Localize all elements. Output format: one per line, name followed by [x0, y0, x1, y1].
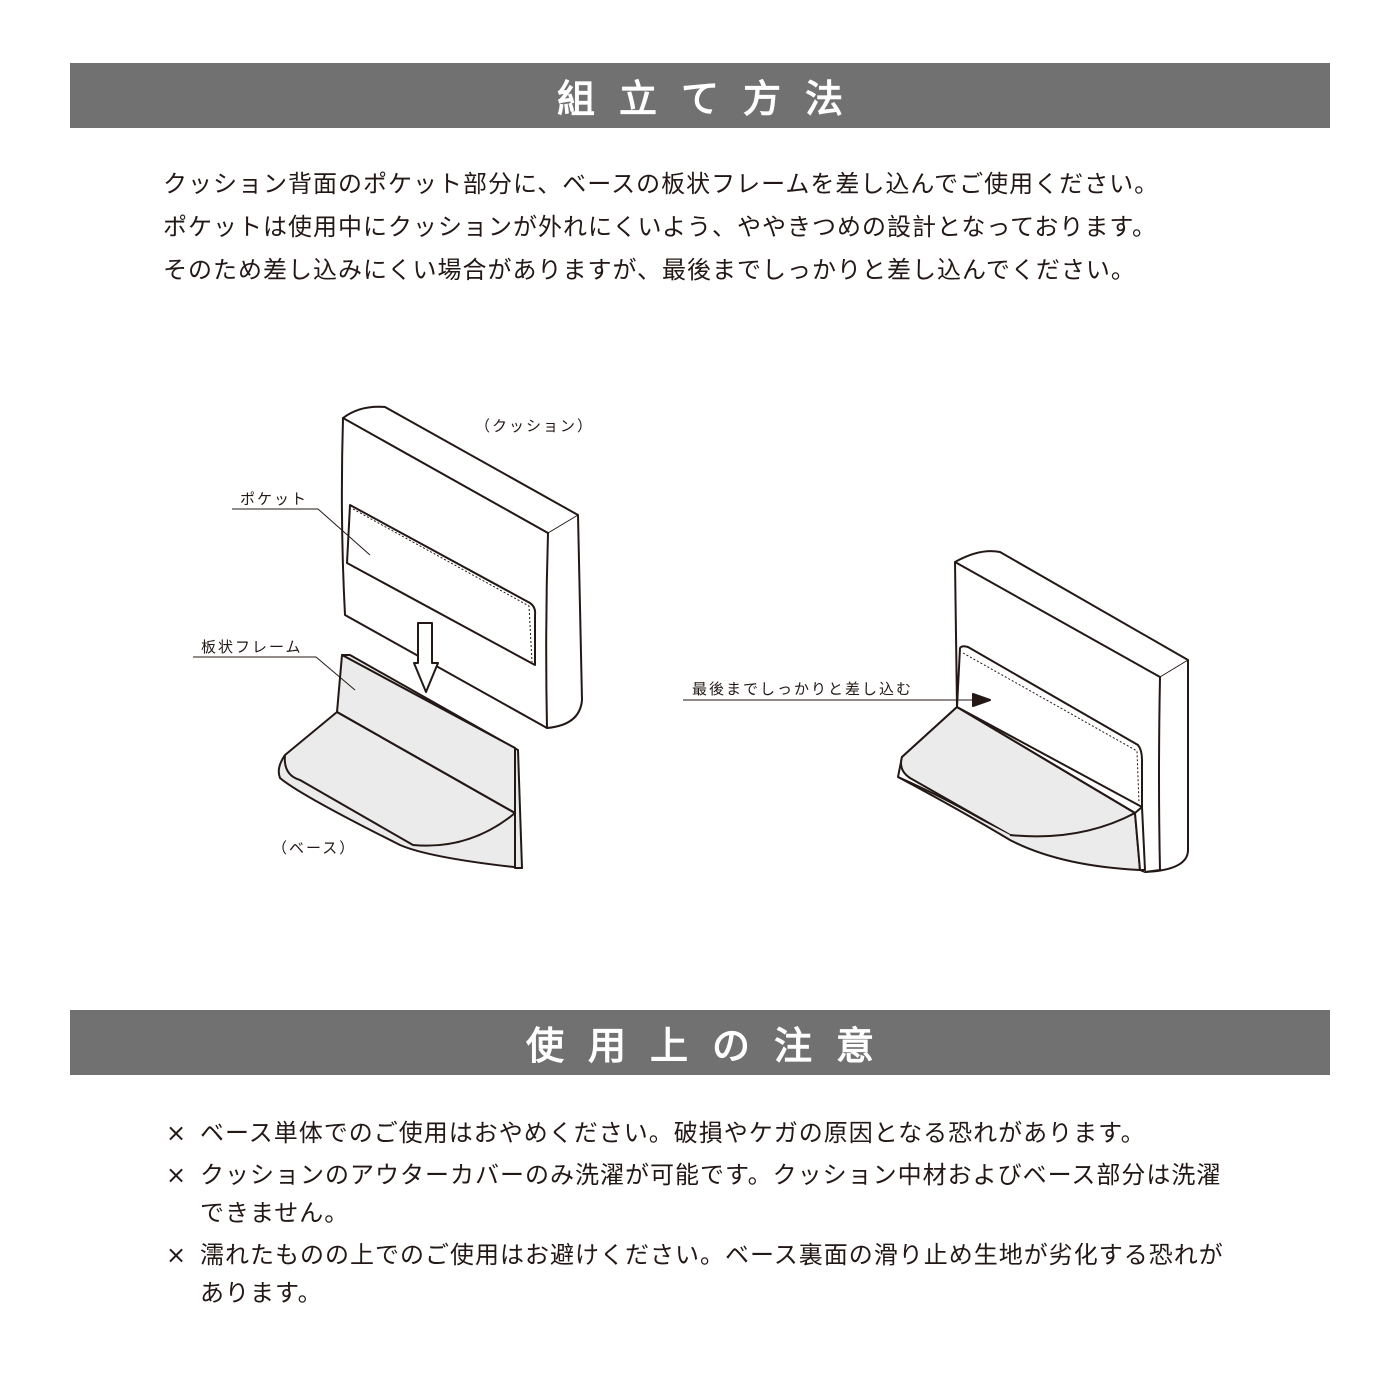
cushion-before-illustration [340, 405, 583, 729]
caution-item: × クッションのアウターカバーのみ洗濯が可能です。クッション中材およびベース部分は… [166, 1156, 1240, 1232]
instruction-line: ポケットは使用中にクッションが外れにくいよう、ややきつめの設計となっております。 [163, 213, 1157, 241]
leader-lines [193, 508, 371, 691]
cross-mark-icon: × [166, 1241, 188, 1269]
cautions-header: 使用上の注意 [70, 1010, 1330, 1075]
assembled-illustration [897, 550, 1189, 873]
cross-mark-icon: × [166, 1119, 188, 1147]
instruction-line: クッション背面のポケット部分に、ベースの板状フレームを差し込んでご使用ください。 [163, 170, 1160, 198]
cautions-list: ×ベース単体でのご使用はおやめください。破損やケガの原因となる恐れがあります。 … [166, 1114, 1240, 1316]
caution-text: クッションのアウターカバーのみ洗濯が可能です。クッション中材およびベース部分は洗… [200, 1161, 1222, 1227]
caution-item: × 濡れたものの上でのご使用はお避けください。ベース裏面の滑り止め生地が劣化する恐… [166, 1236, 1240, 1312]
instruction-line: そのため差し込みにくい場合がありますが、最後までしっかりと差し込んでください。 [163, 256, 1136, 284]
cautions-title: 使用上の注意 [525, 1024, 898, 1068]
pocket-label: ポケット [240, 490, 309, 508]
cushion-label: （クッション） [475, 417, 595, 435]
caution-text: 濡れたものの上でのご使用はお避けください。ベース裏面の滑り止め生地が劣化する恐れ… [200, 1241, 1224, 1307]
insert-label: 最後までしっかりと差し込む [692, 680, 914, 698]
assembly-header: 組立て方法 [70, 63, 1330, 128]
arrow-down-icon [413, 622, 439, 693]
caution-text: ベース単体でのご使用はおやめください。破損やケガの原因となる恐れがあります。 [200, 1119, 1146, 1147]
arrow-right-icon [972, 693, 991, 707]
base-label: （ベース） [272, 839, 357, 857]
assembly-instructions: クッション背面のポケット部分に、ベースの板状フレームを差し込んでご使用ください。… [163, 163, 1159, 292]
frame-label: 板状フレーム [201, 638, 303, 656]
cross-mark-icon: × [166, 1161, 188, 1189]
assembly-title: 組立て方法 [556, 77, 867, 121]
caution-item: × ベース単体でのご使用はおやめください。破損やケガの原因となる恐れがあります。 [166, 1114, 1240, 1152]
base-before-illustration [277, 654, 523, 869]
